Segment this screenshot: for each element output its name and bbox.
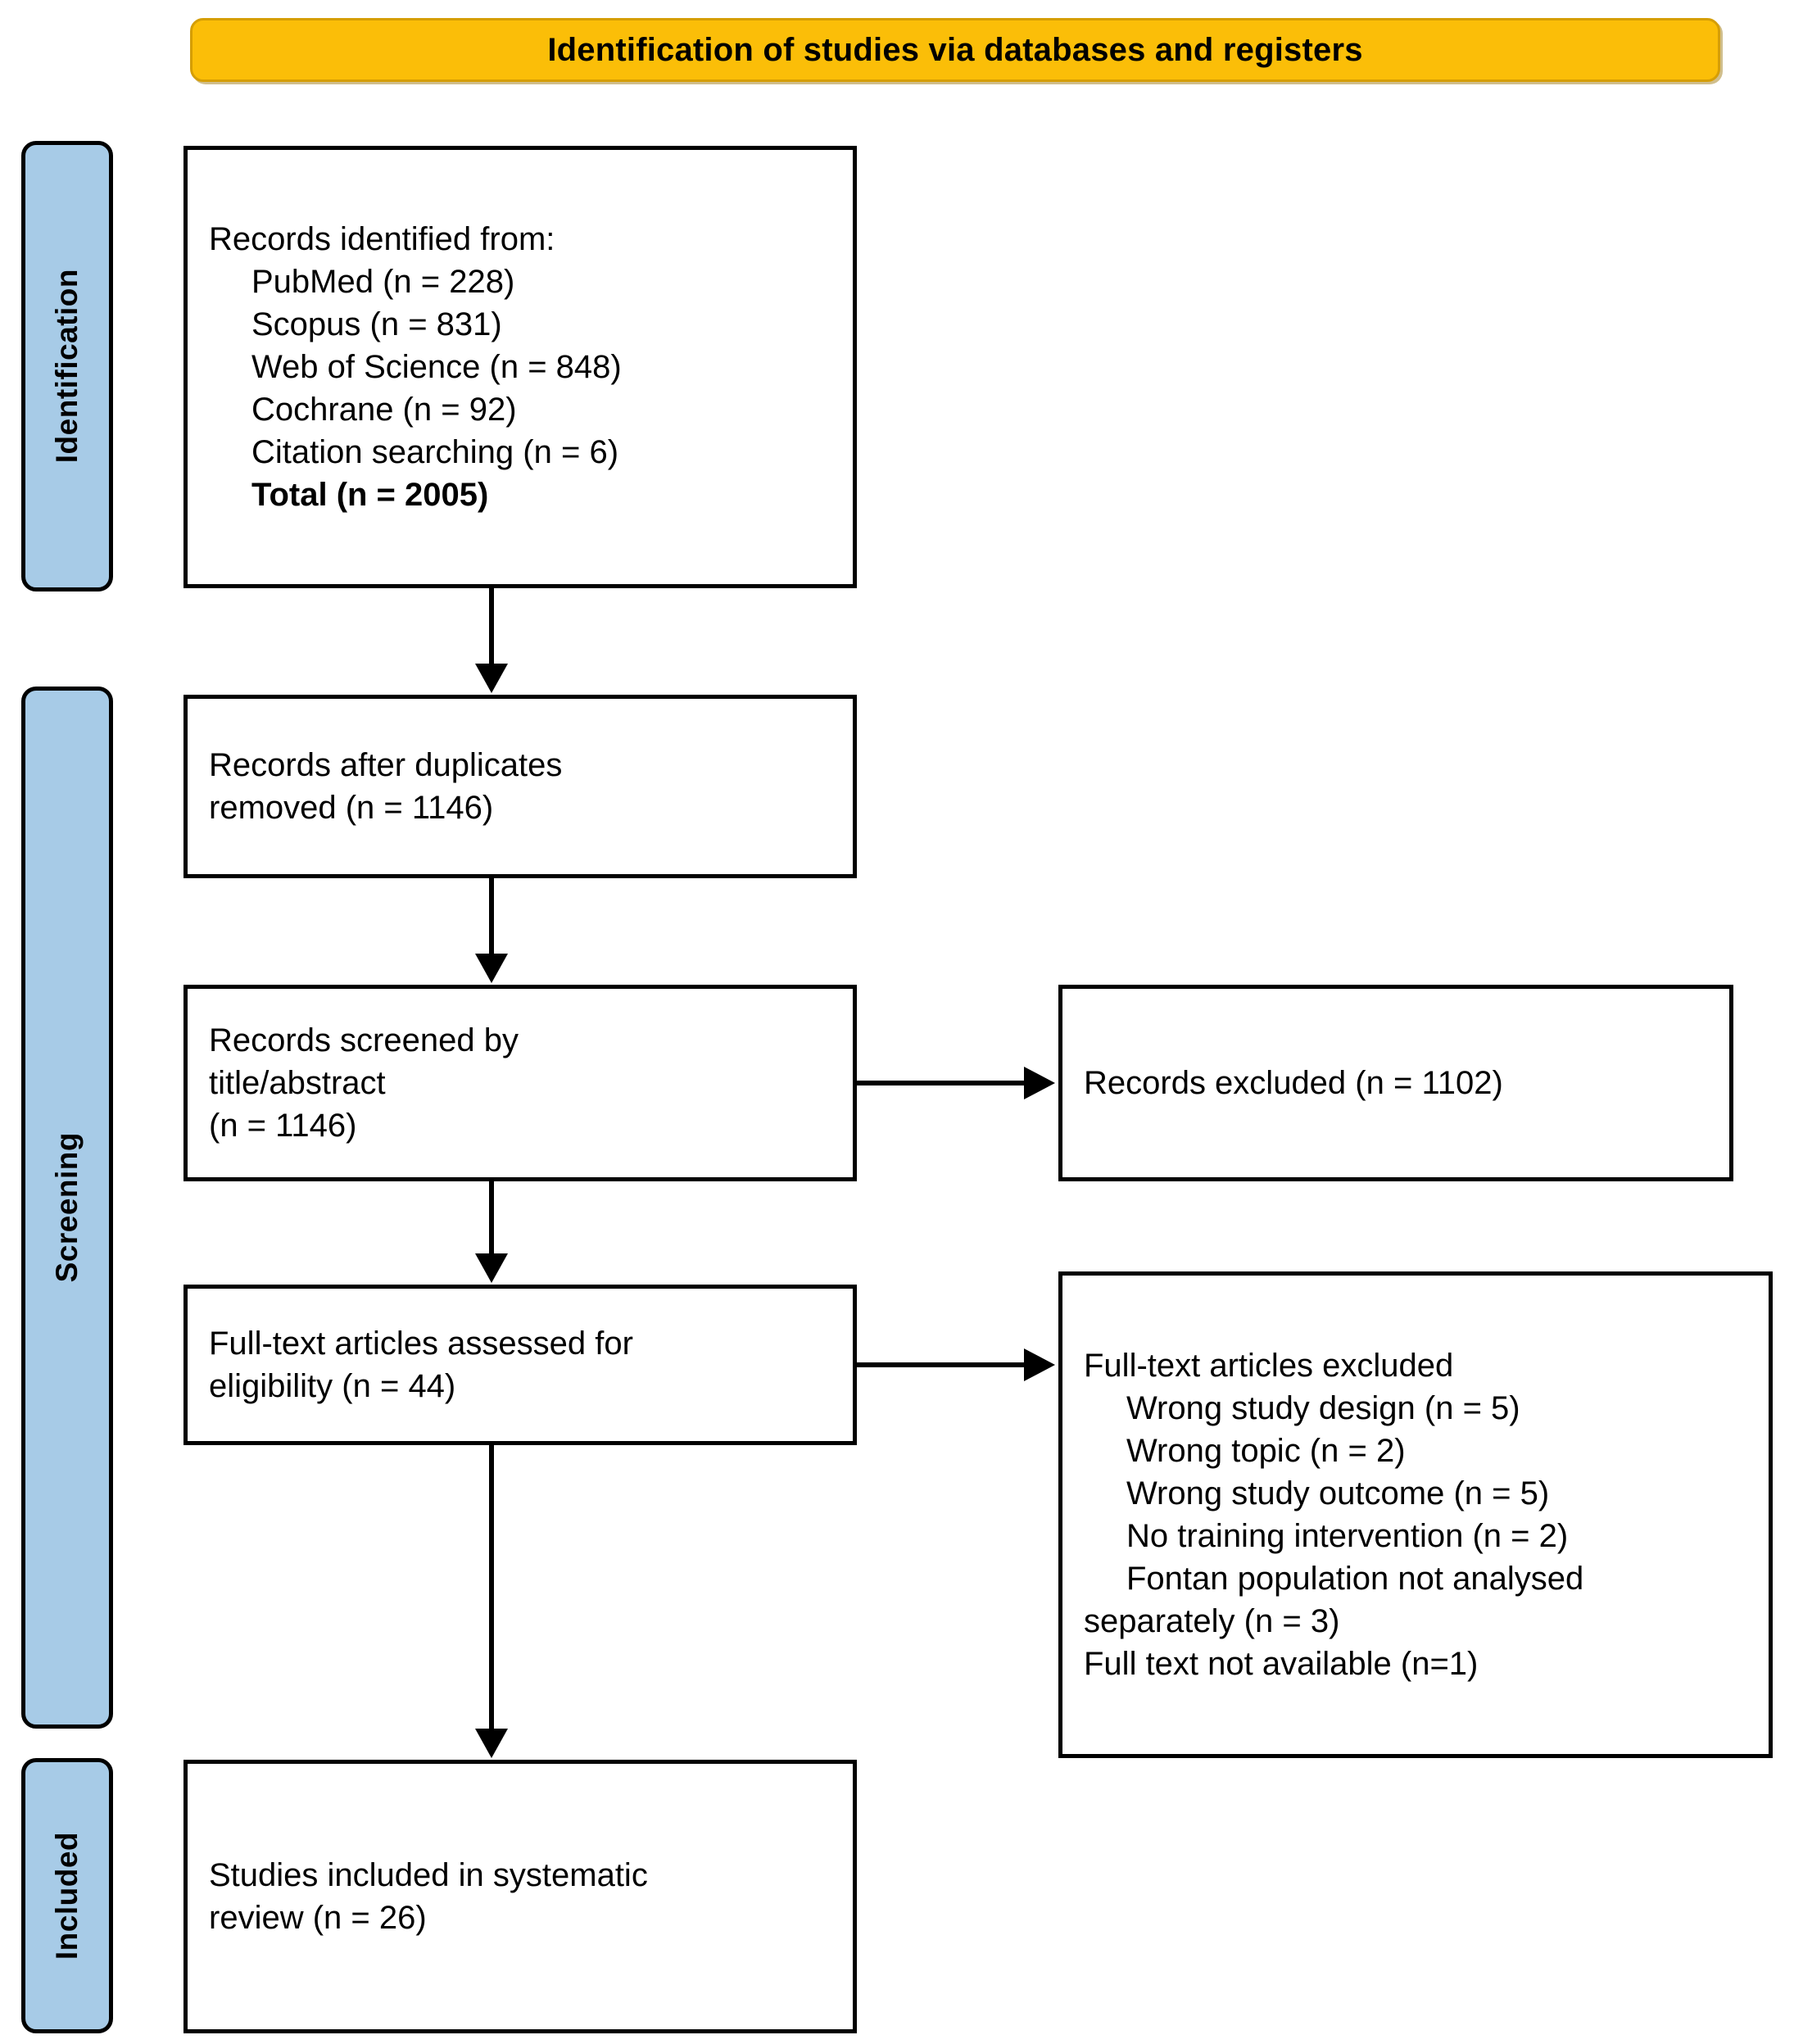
box-line: Records excluded (n = 1102) — [1084, 1065, 1503, 1101]
box-line: Fontan population not analysed — [1126, 1561, 1584, 1597]
box-line-total: Total (n = 2005) — [251, 477, 489, 513]
box-line: Full-text articles assessed for — [209, 1326, 633, 1362]
box-line: Citation searching (n = 6) — [251, 434, 619, 470]
box-line: Scopus (n = 831) — [251, 306, 502, 342]
box-line: Cochrane (n = 92) — [251, 392, 517, 428]
studies-included-box: Studies included in systematic review (n… — [183, 1760, 857, 2033]
arrow-fulltext-to-included — [467, 1445, 516, 1760]
arrow-fulltext-to-excluded — [857, 1340, 1057, 1389]
arrow-screened-to-fulltext — [467, 1181, 516, 1285]
box-line: Wrong study outcome (n = 5) — [1126, 1475, 1550, 1511]
box-line: Wrong study design (n = 5) — [1126, 1390, 1520, 1426]
phase-banner-title: Identification of studies via databases … — [547, 31, 1363, 68]
phase-banner-identification: Identification of studies via databases … — [190, 18, 1720, 82]
fulltext-assessed-box: Full-text articles assessed for eligibil… — [183, 1285, 857, 1445]
box-line: Records after duplicates — [209, 747, 563, 783]
box-line: title/abstract — [209, 1065, 386, 1101]
box-line: Records identified from: — [209, 221, 555, 257]
box-line: No training intervention (n = 2) — [1126, 1518, 1569, 1554]
records-identified-box: Records identified from: PubMed (n = 228… — [183, 146, 857, 588]
box-line: Full text not available (n=1) — [1084, 1646, 1479, 1682]
stage-label-screening-text: Screening — [50, 1132, 84, 1283]
stage-label-screening: Screening — [21, 687, 113, 1729]
box-line: removed (n = 1146) — [209, 790, 494, 826]
box-line: Full-text articles excluded — [1084, 1348, 1454, 1384]
records-screened-box: Records screened by title/abstract (n = … — [183, 985, 857, 1181]
records-after-duplicates-box: Records after duplicates removed (n = 11… — [183, 695, 857, 878]
arrow-screened-to-excluded — [857, 1058, 1057, 1108]
stage-label-included: Included — [21, 1758, 113, 2033]
stage-label-identification-text: Identification — [50, 269, 84, 464]
fulltext-excluded-box: Full-text articles excluded Wrong study … — [1058, 1271, 1773, 1758]
box-line: Studies included in systematic — [209, 1857, 648, 1893]
box-line: (n = 1146) — [209, 1108, 357, 1144]
box-line: separately (n = 3) — [1084, 1603, 1340, 1639]
box-line: eligibility (n = 44) — [209, 1368, 456, 1404]
box-line: Records screened by — [209, 1022, 519, 1058]
box-line: Web of Science (n = 848) — [251, 349, 622, 385]
arrow-duplicates-to-screened — [467, 878, 516, 985]
records-excluded-box: Records excluded (n = 1102) — [1058, 985, 1733, 1181]
arrow-identified-to-duplicates — [467, 588, 516, 695]
stage-label-identification: Identification — [21, 141, 113, 591]
box-line: Wrong topic (n = 2) — [1126, 1433, 1406, 1469]
stage-label-included-text: Included — [50, 1831, 84, 1960]
box-line: PubMed (n = 228) — [251, 264, 515, 300]
box-line: review (n = 26) — [209, 1900, 427, 1936]
